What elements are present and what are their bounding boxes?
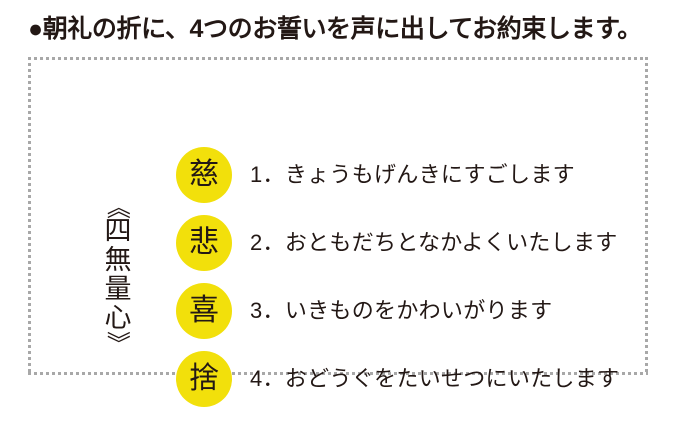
vertical-label-char-1: 四 — [104, 216, 132, 247]
page-heading: ●朝礼の折に、4つのお誓いを声に出してお約束します。 — [28, 15, 642, 43]
list-item: 喜 3．いきものをかわいがります — [176, 283, 646, 339]
vertical-close-bracket: 》 — [104, 331, 132, 355]
vertical-label-char-2: 無 — [104, 245, 132, 276]
kanji-badge-ji: 慈 — [176, 147, 232, 203]
vow-text-2: 2．おともだちとなかよくいたします — [250, 230, 618, 255]
vertical-label-char-4: 心 — [104, 303, 132, 334]
vow-text-1: 1．きょうもげんきにすごします — [250, 162, 575, 187]
vertical-label-shimuryoshin: 《 四 無 量 心 》 — [96, 195, 140, 355]
vow-text-3: 3．いきものをかわいがります — [250, 298, 553, 323]
vow-list: 慈 1．きょうもげんきにすごします 悲 2．おともだちとなかよくいたします 喜 … — [176, 147, 646, 407]
vows-panel: 《 四 無 量 心 》 慈 1．きょうもげんきにすごします 悲 2．おともだちと… — [28, 57, 648, 407]
list-item: 慈 1．きょうもげんきにすごします — [176, 147, 646, 203]
kanji-badge-hi: 悲 — [176, 215, 232, 271]
kanji-badge-sha: 捨 — [176, 351, 232, 407]
vertical-label-char-3: 量 — [104, 274, 132, 305]
vertical-open-bracket: 《 — [104, 195, 132, 219]
kanji-badge-ki: 喜 — [176, 283, 232, 339]
vow-text-4: 4．おどうぐをたいせつにいたします — [250, 366, 620, 391]
list-item: 悲 2．おともだちとなかよくいたします — [176, 215, 646, 271]
list-item: 捨 4．おどうぐをたいせつにいたします — [176, 351, 646, 407]
